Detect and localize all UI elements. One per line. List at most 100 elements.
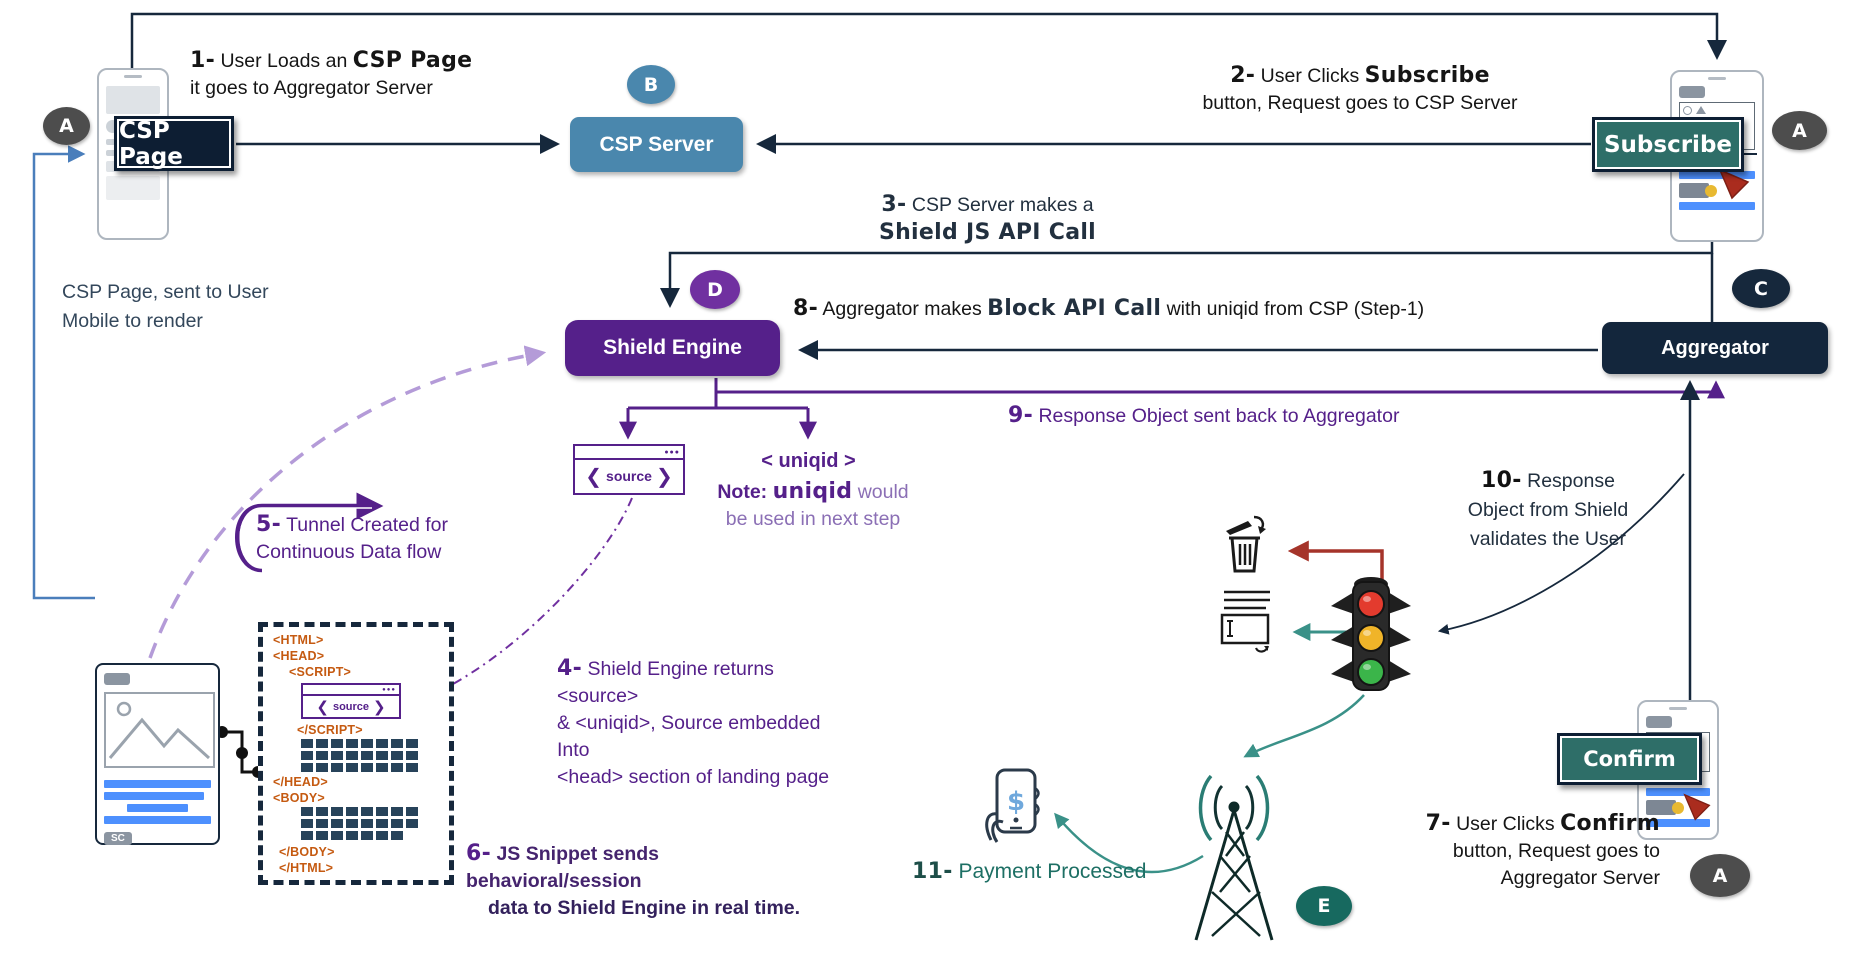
step-10-text: 10- Response Object from Shield validate…	[1428, 466, 1668, 554]
arrow-top-rail	[130, 12, 1727, 68]
phone-content-block	[106, 86, 160, 114]
badge-d: D	[690, 270, 740, 309]
payment-phone-icon: $	[985, 768, 1040, 843]
curve-trafficlight-to-tower	[1243, 694, 1365, 758]
arrow-step3-to-shield	[660, 242, 1714, 308]
badge-a-left-label: A	[59, 115, 74, 137]
embedded-source-window-icon: ●●● ❮ source ❯	[301, 683, 401, 719]
phone-blue-line	[1646, 819, 1710, 827]
phone-blue-line	[1679, 171, 1755, 179]
step-9-text: 9- Response Object sent back to Aggregat…	[1008, 402, 1399, 430]
step-2-text-b: button, Request goes to CSP Server	[1202, 92, 1518, 114]
csp-page-label: CSP Page	[117, 118, 231, 170]
arrow-render-to-mobile	[32, 145, 95, 600]
step-6-text-a: JS Snippet sends behavioral/session	[466, 843, 660, 892]
step-6-text: 6- JS Snippet sends behavioral/session d…	[466, 840, 826, 922]
mockup-blue-line	[104, 792, 204, 800]
circle-glyph	[1683, 106, 1692, 115]
uniqid-note: Note: uniqid would be used in next step	[668, 478, 958, 533]
step-6-text-b: data to Shield Engine in real time.	[488, 897, 801, 919]
html-code-box: <HTML> <HEAD> <SCRIPT> ●●● ❮ source ❯ </…	[258, 622, 454, 885]
code-body-close: </BODY>	[279, 845, 335, 859]
trash-icon	[1226, 515, 1266, 573]
step-9-text-a: Response Object sent back to Aggregator	[1033, 405, 1400, 427]
step-4-text-a: Shield Engine returns <source>	[557, 658, 774, 707]
curve-tunnel-dashed	[148, 345, 547, 659]
step-7-bold: Confirm	[1560, 811, 1660, 836]
badge-e: E	[1296, 886, 1352, 926]
confirm-button: Confirm	[1557, 733, 1702, 785]
note-prefix: Note:	[717, 481, 773, 503]
step-4-text-b: & <uniqid>, Source embedded Into	[557, 712, 821, 761]
step-1-text-b: it goes to Aggregator Server	[190, 77, 433, 99]
step-11-number: 11-	[912, 859, 953, 884]
step-7-number: 7-	[1425, 811, 1451, 836]
code-block-squares	[301, 739, 418, 772]
step-7-text-c: Aggregator Server	[1500, 867, 1660, 889]
traffic-light-icon	[1331, 577, 1411, 691]
step-9-number: 9-	[1008, 403, 1034, 428]
phone-blue-line	[1679, 202, 1755, 210]
step-3-number: 3-	[881, 192, 907, 217]
phone-card-row	[1646, 800, 1710, 815]
csp-server-node: CSP Server	[570, 117, 743, 172]
step-4-text: 4- Shield Engine returns <source> & <uni…	[557, 655, 847, 791]
arrow-tunnel-inner	[239, 507, 372, 569]
phone-speaker	[1708, 77, 1726, 80]
confirm-label: Confirm	[1560, 736, 1699, 782]
badge-a-bottom-right-label: A	[1712, 864, 1728, 887]
step-5-text: 5- Tunnel Created for Continuous Data fl…	[256, 511, 496, 566]
mockup-blue-line	[104, 780, 211, 788]
landing-page-mockup: SC	[95, 663, 220, 845]
receipt-card-icon	[1220, 590, 1270, 653]
step-7-text-b: button, Request goes to	[1452, 840, 1660, 862]
step-4-number: 4-	[557, 656, 583, 681]
phone-header-chip	[1646, 716, 1672, 728]
arrow-response-to-aggregator	[714, 378, 1725, 399]
step-3-text-a: CSP Server makes a	[906, 194, 1094, 216]
image-placeholder-icon	[104, 692, 215, 768]
step-8-number: 8-	[793, 296, 819, 321]
step-10-text-a: Response	[1521, 470, 1615, 492]
note-line2: be used in next step	[725, 508, 901, 530]
badge-a-left: A	[43, 107, 90, 145]
badge-c: C	[1732, 269, 1790, 308]
browser-dots-icon: ●●●	[303, 685, 399, 696]
step-10-text-c: validates the User	[1469, 528, 1627, 550]
badge-e-label: E	[1317, 895, 1331, 917]
step-3-bold: Shield JS API Call	[878, 220, 1097, 245]
arrow-tunnel	[235, 492, 384, 573]
curve-source-to-codebox	[435, 497, 633, 694]
source-label: source	[332, 700, 370, 713]
angle-left-icon: ❮	[585, 464, 603, 488]
yellow-dot	[1672, 801, 1684, 814]
csp-sent-line1: CSP Page, sent to User	[62, 281, 269, 303]
step-4-text-c: <head> section of landing page	[557, 766, 830, 788]
curve-tower-to-payment	[1054, 812, 1204, 874]
browser-dots-icon: ●●●	[575, 446, 683, 460]
step-2-text-a: User Clicks	[1255, 65, 1365, 87]
yellow-dot	[1705, 184, 1717, 197]
sc-chip: SC	[104, 832, 132, 845]
cell-tower-icon	[1194, 774, 1274, 941]
phone-speaker	[1669, 707, 1687, 710]
step-10-text-b: Object from Shield	[1467, 499, 1629, 521]
csp-page-node: CSP Page	[114, 116, 234, 171]
phone-card-row	[1679, 183, 1755, 198]
step-1-text: 1- User Loads an CSP Page it goes to Agg…	[190, 47, 500, 102]
step-5-number: 5-	[256, 512, 282, 537]
step-10-number: 10-	[1481, 468, 1522, 493]
subscribe-label: Subscribe	[1595, 120, 1741, 169]
shield-engine-node: Shield Engine	[565, 320, 780, 376]
step-2-bold: Subscribe	[1364, 63, 1490, 88]
step-5-text-b: Continuous Data flow	[256, 541, 442, 563]
mockup-blue-line	[104, 816, 211, 824]
mockup-blue-line	[126, 804, 189, 812]
step-1-text-a: User Loads an	[215, 50, 353, 72]
source-label: source	[606, 468, 652, 484]
code-head-open: <HEAD>	[273, 649, 325, 663]
phone-card	[1679, 183, 1709, 198]
badge-b-label: B	[643, 73, 659, 96]
code-script-open: <SCRIPT>	[289, 665, 352, 679]
